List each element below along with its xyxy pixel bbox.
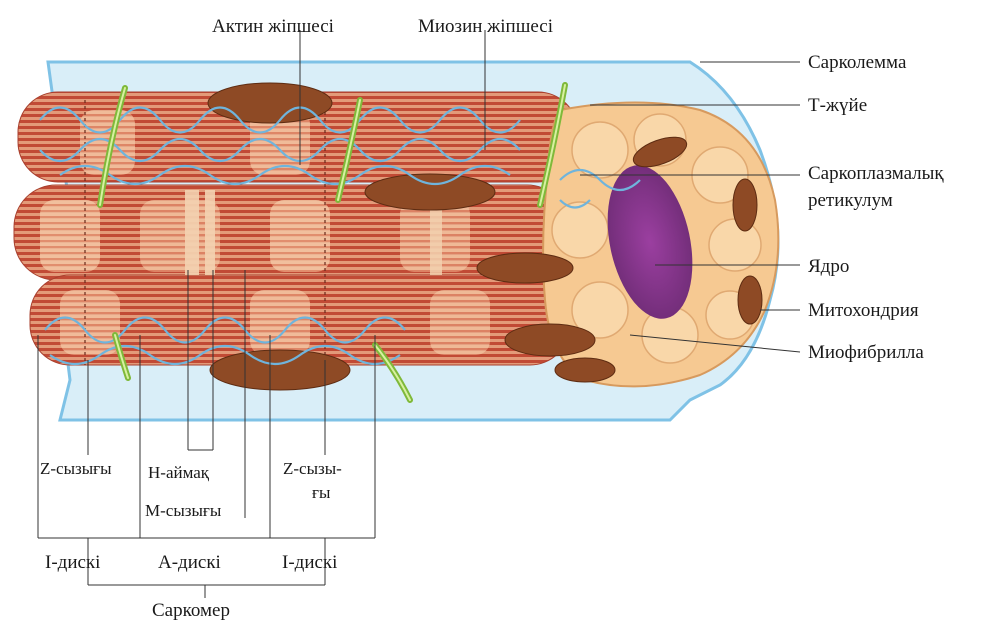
label-i-disk-right: I-дискі [282,552,337,574]
label-h-zone: H-аймақ [148,462,209,484]
label-z-line-left: Z-сызығы [40,458,112,480]
label-m-line: M-сызығы [145,500,221,522]
label-sarcoplasmic-reticulum-2: ретикулум [808,190,893,212]
label-sarcolemma: Сарколемма [808,52,906,74]
label-i-disk-left: I-дискі [45,552,100,574]
label-myofibril: Миофибрилла [808,342,924,364]
label-nucleus: Ядро [808,256,849,278]
label-t-system: Т-жүйе [808,95,867,117]
label-actin-filament: Актин жіпшесі [212,16,334,38]
label-myosin-filament: Миозин жіпшесі [418,16,553,38]
label-mitochondria: Митохондрия [808,300,919,322]
label-a-disk: A-дискі [158,552,221,574]
label-z-line-right-1: Z-сызы- [283,458,342,480]
label-z-line-right-2: ғы [312,482,330,504]
label-sarcomere: Саркомер [152,600,230,622]
label-sarcoplasmic-reticulum-1: Саркоплазмалық [808,163,944,185]
